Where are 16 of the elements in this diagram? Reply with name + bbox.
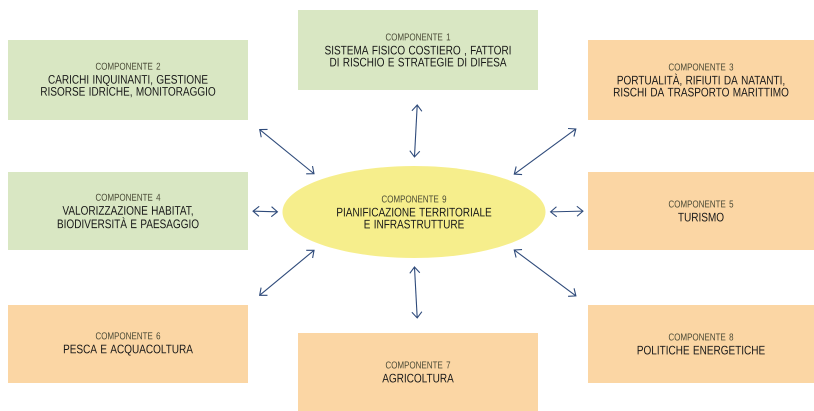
double-arrow bbox=[259, 128, 315, 174]
component-box: COMPONENTE 8 POLITICHE ENERGETICHE bbox=[588, 305, 814, 383]
component-box: COMPONENTE 1 SISTEMA FISICO COSTIERO , FATTORI DI RISCHIO E STRATEGIE DI DIFESA bbox=[298, 10, 538, 90]
component-box: COMPONENTE 6 PESCA E ACQUACOLTURA bbox=[8, 305, 248, 383]
double-arrow bbox=[409, 266, 422, 319]
double-arrow bbox=[259, 250, 315, 296]
double-arrow bbox=[514, 128, 577, 176]
double-arrow bbox=[550, 206, 584, 218]
component-box: COMPONENTE 7 AGRICOLTURA bbox=[298, 333, 538, 411]
double-arrow bbox=[252, 206, 278, 218]
component-box: COMPONENTE 2 CARICHI INQUINANTI, GESTIONE RISORSE IDRICHE, MONITORAGGIO bbox=[8, 40, 248, 120]
component-box: COMPONENTE 4 VALORIZZAZIONE HABITAT, BIODIVERSITÀ E PAESAGGIO bbox=[8, 172, 248, 250]
double-arrow bbox=[409, 104, 422, 158]
double-arrow bbox=[514, 248, 577, 297]
component-box: COMPONENTE 3 PORTUALITÀ, RIFIUTI DA NATANTI, RISCHI DA TRASPORTO MARITTIMO bbox=[588, 40, 814, 120]
component-box: COMPONENTE 5 TURISMO bbox=[588, 172, 814, 250]
